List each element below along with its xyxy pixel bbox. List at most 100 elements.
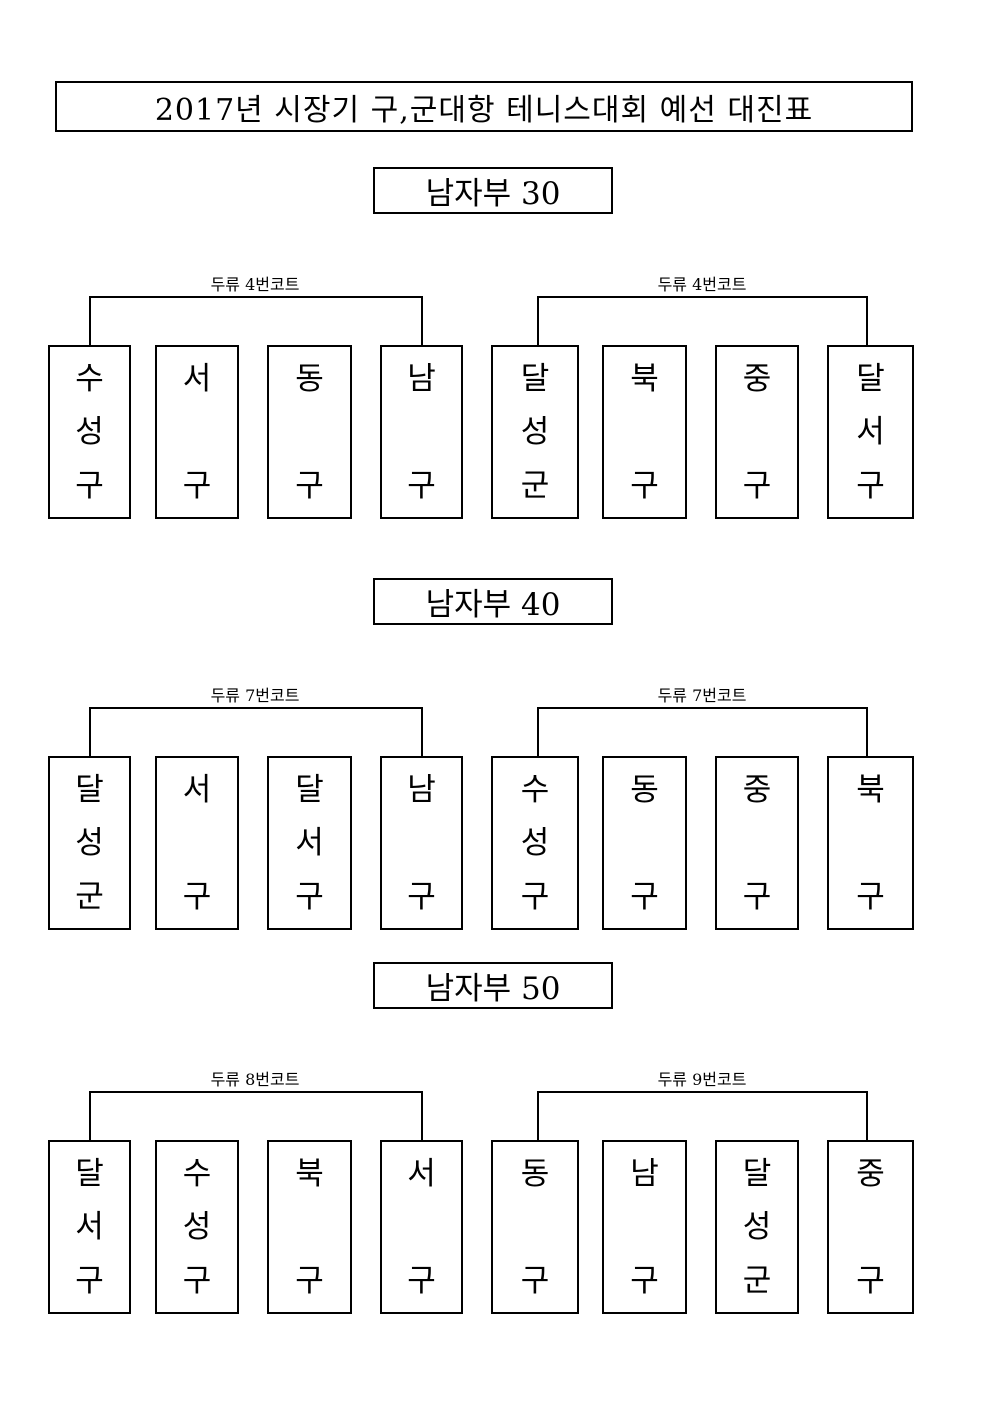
team-name-char: 구	[856, 879, 885, 915]
court-label: 두류 7번코트	[657, 686, 747, 705]
team-name-char: 구	[295, 1263, 324, 1299]
team-name-char: 구	[295, 879, 324, 915]
team-name-char: 구	[520, 1263, 550, 1299]
team-name-char: 서	[182, 361, 212, 397]
bracket-line-vertical	[537, 1091, 539, 1140]
team-name-char: 구	[856, 1263, 885, 1299]
team-name-char: 서	[295, 825, 324, 861]
team-name-char: 달	[742, 1156, 772, 1192]
team-name-char: 수	[520, 772, 550, 808]
team-name-char: 구	[630, 1263, 659, 1299]
bracket-line-horizontal	[537, 296, 868, 298]
team-name-char: 동	[630, 772, 659, 808]
team-name-char: 북	[295, 1156, 324, 1192]
team-name-char: 구	[630, 879, 659, 915]
team-name-char: 구	[407, 1263, 436, 1299]
bracket-line-vertical	[421, 707, 423, 756]
team-name-char: 수	[75, 361, 104, 397]
team-name-char: 군	[742, 1263, 772, 1299]
team-name-char: 달	[75, 772, 104, 808]
team-name-char: 구	[295, 468, 324, 504]
team-name-char: 동	[295, 361, 324, 397]
court-label: 두류 8번코트	[210, 1070, 300, 1089]
team-name-char: 구	[407, 879, 436, 915]
section-heading-text: 남자부 50	[425, 971, 561, 1007]
bracket-line-horizontal	[89, 707, 423, 709]
team-name-char: 구	[630, 468, 659, 504]
bracket-line-horizontal	[537, 1091, 868, 1093]
page-title: 2017년 시장기 구,군대항 테니스대회 예선 대진표	[55, 81, 913, 132]
bracket-line-horizontal	[89, 1091, 423, 1093]
team-name-char: 서	[407, 1156, 436, 1192]
team-name-char: 서	[75, 1209, 104, 1245]
team-name-char: 구	[75, 468, 104, 504]
bracket-line-vertical	[537, 296, 539, 345]
team-name-char: 동	[520, 1156, 550, 1192]
bracket-line-horizontal	[89, 296, 423, 298]
team-name-char: 성	[742, 1209, 772, 1245]
bracket-line-horizontal	[537, 707, 868, 709]
team-name-char: 북	[856, 772, 885, 808]
court-label: 두류 4번코트	[657, 275, 747, 294]
team-name-char: 구	[520, 879, 550, 915]
page-title-text: 2017년 시장기 구,군대항 테니스대회 예선 대진표	[154, 92, 814, 128]
team-name-char: 구	[75, 1263, 104, 1299]
team-name-char: 군	[520, 468, 550, 504]
bracket-line-vertical	[421, 296, 423, 345]
team-name-char: 남	[407, 772, 436, 808]
team-name-char: 성	[75, 414, 104, 450]
team-name-char: 중	[742, 361, 772, 397]
team-name-char: 달	[856, 361, 885, 397]
team-name-char: 구	[742, 468, 772, 504]
team-name-char: 달	[295, 772, 324, 808]
team-name-char: 군	[75, 879, 104, 915]
team-name-char: 서	[182, 772, 212, 808]
court-label: 두류 4번코트	[210, 275, 300, 294]
court-label: 두류 7번코트	[210, 686, 300, 705]
team-name-char: 달	[520, 361, 550, 397]
section-heading: 남자부 30	[373, 167, 613, 214]
bracket-line-vertical	[89, 296, 91, 345]
bracket-line-vertical	[421, 1091, 423, 1140]
court-label: 두류 9번코트	[657, 1070, 747, 1089]
section-heading: 남자부 40	[373, 578, 613, 625]
team-name-char: 성	[520, 414, 550, 450]
team-name-char: 남	[630, 1156, 659, 1192]
bracket-line-vertical	[866, 707, 868, 756]
team-name-char: 성	[75, 825, 104, 861]
team-name-char: 중	[742, 772, 772, 808]
team-name-char: 남	[407, 361, 436, 397]
team-name-char: 성	[520, 825, 550, 861]
section-heading-text: 남자부 40	[425, 587, 561, 623]
bracket-line-vertical	[866, 1091, 868, 1140]
bracket-line-vertical	[89, 707, 91, 756]
section-heading: 남자부 50	[373, 962, 613, 1009]
team-name-char: 달	[75, 1156, 104, 1192]
team-name-char: 서	[856, 414, 885, 450]
team-name-char: 구	[182, 1263, 212, 1299]
team-name-char: 구	[407, 468, 436, 504]
team-name-char: 구	[742, 879, 772, 915]
bracket-line-vertical	[89, 1091, 91, 1140]
